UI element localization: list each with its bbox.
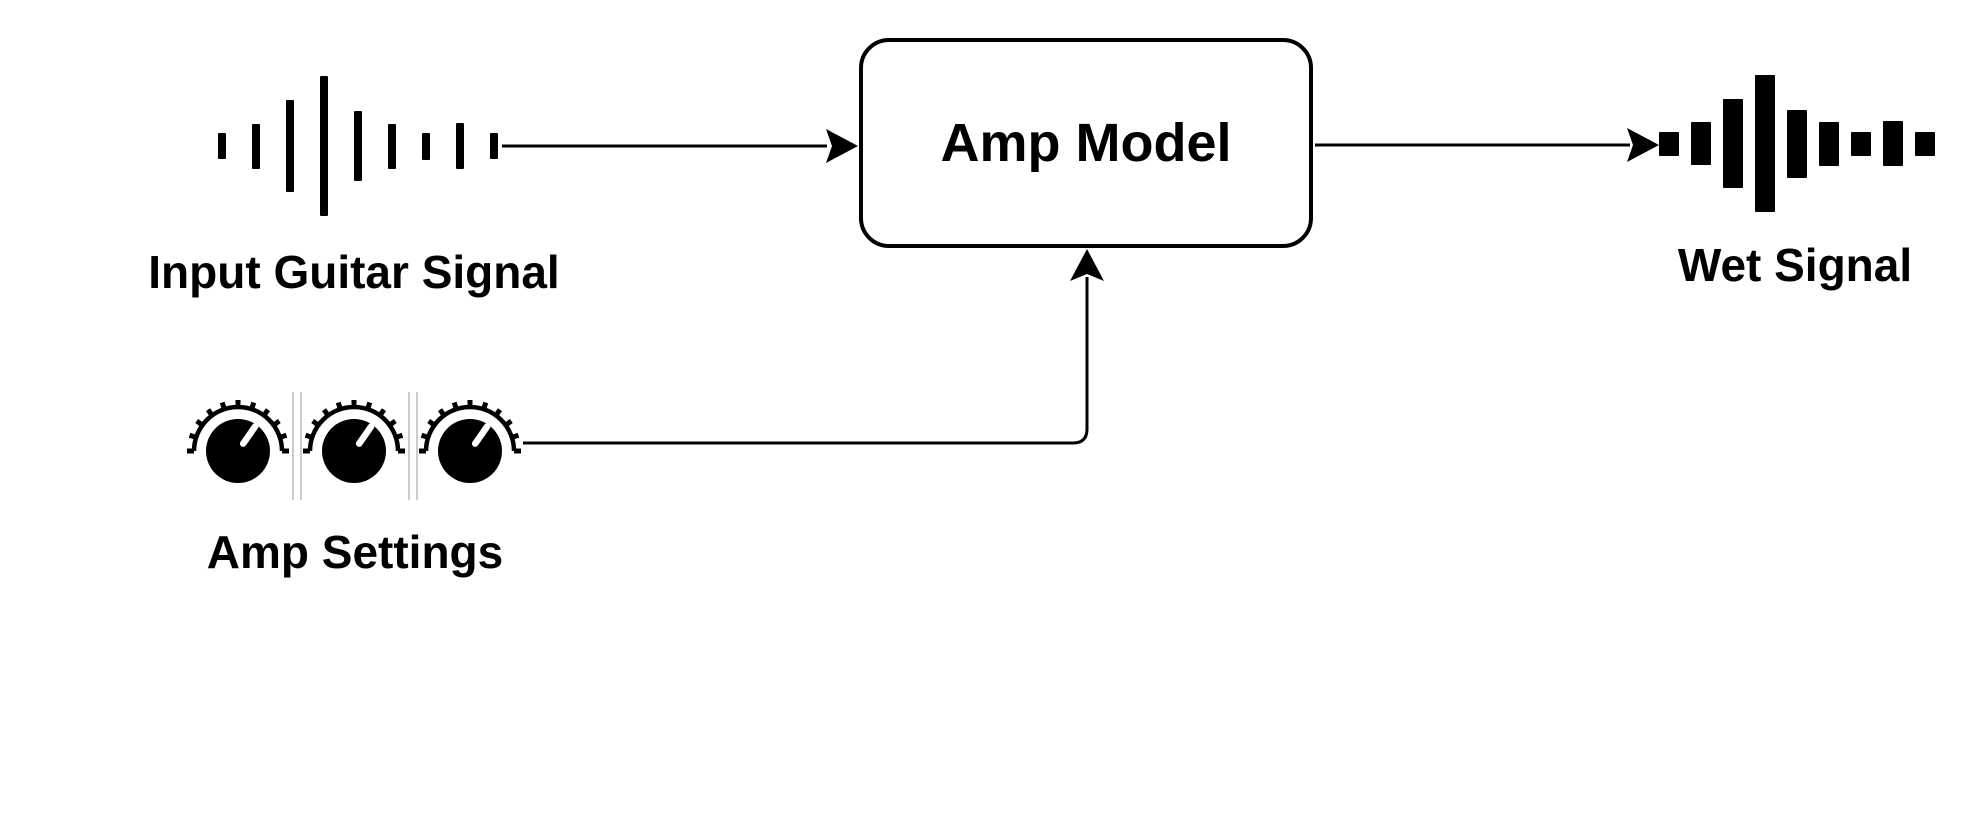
knob-icon bbox=[187, 400, 289, 483]
waveform-bar bbox=[456, 123, 464, 169]
waveform-bar bbox=[1723, 99, 1743, 188]
waveform-bar bbox=[320, 76, 328, 216]
waveform-bar bbox=[218, 133, 226, 159]
knob-icon bbox=[419, 400, 521, 483]
waveform-bar bbox=[388, 123, 396, 169]
knob-separator bbox=[408, 392, 410, 500]
waveform-bar bbox=[354, 111, 362, 181]
wet-signal-label: Wet Signal bbox=[1677, 239, 1913, 291]
waveform-bar bbox=[490, 133, 498, 159]
amp-model-label: Amp Model bbox=[940, 113, 1232, 173]
knob-icon bbox=[303, 400, 405, 483]
waveform-bar bbox=[1787, 109, 1807, 178]
waveform-bar bbox=[1851, 131, 1871, 156]
amp-settings-label: Amp Settings bbox=[206, 526, 504, 578]
waveform-bar bbox=[422, 132, 430, 160]
waveform-bar bbox=[1819, 121, 1839, 166]
waveform-bar bbox=[286, 100, 294, 192]
arrowhead-settings-to-amp-icon bbox=[1070, 249, 1104, 281]
waveform-bar bbox=[1691, 122, 1711, 165]
amp-settings-knobs bbox=[182, 390, 526, 502]
waveform-bar bbox=[252, 123, 260, 169]
waveform-bar bbox=[1659, 131, 1679, 156]
waveform-bar bbox=[1755, 75, 1775, 212]
knob-separator bbox=[300, 392, 302, 500]
arrowhead-input-to-amp-icon bbox=[826, 129, 858, 163]
arrowhead-amp-to-wet-icon bbox=[1627, 128, 1659, 162]
knob-separator bbox=[292, 392, 294, 500]
input-waveform-icon bbox=[218, 76, 498, 216]
knob-separator bbox=[416, 392, 418, 500]
waveform-bar bbox=[1883, 121, 1903, 166]
input-signal-label: Input Guitar Signal bbox=[148, 246, 560, 298]
edge-settings-to-amp bbox=[523, 277, 1089, 445]
wet-waveform-icon bbox=[1659, 75, 1935, 212]
amp-model-node: Amp Model bbox=[859, 38, 1313, 248]
waveform-bar bbox=[1915, 131, 1935, 156]
